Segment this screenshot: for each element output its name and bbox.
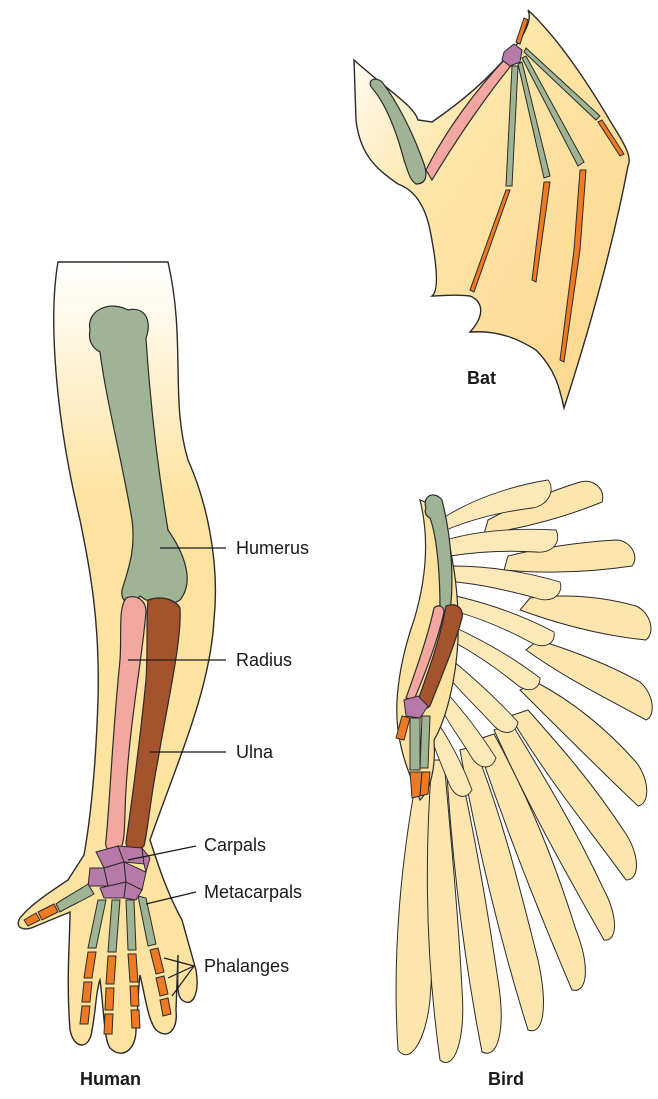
label-radius: Radius xyxy=(236,650,292,670)
caption-bat: Bat xyxy=(467,368,496,388)
caption-human: Human xyxy=(80,1069,141,1089)
bat-carpals xyxy=(502,44,522,66)
label-humerus: Humerus xyxy=(236,538,309,558)
label-ulna: Ulna xyxy=(236,742,274,762)
bird-wing: Bird xyxy=(396,480,652,1089)
bat-wing: Bat xyxy=(354,10,629,408)
label-carpals: Carpals xyxy=(204,835,266,855)
caption-bird: Bird xyxy=(488,1069,524,1089)
label-metacarpals: Metacarpals xyxy=(204,882,302,902)
label-phalanges: Phalanges xyxy=(204,956,289,976)
human-arm xyxy=(18,262,215,1053)
bat-wing-membrane xyxy=(354,10,629,408)
bird-hand-bones xyxy=(396,716,430,798)
